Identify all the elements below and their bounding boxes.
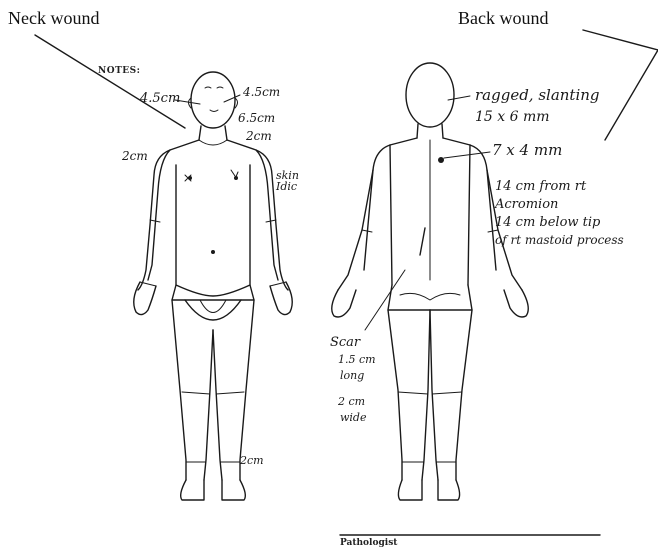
- front-chest-right-note: 2cm: [246, 130, 272, 142]
- front-head-right-note: 4.5cm: [243, 86, 280, 98]
- front-chest-left-note: 2cm: [122, 150, 148, 162]
- scar-note-line5: wide: [340, 412, 367, 423]
- front-head-left-note: 4.5cm: [140, 92, 180, 105]
- scar-note-line3: long: [340, 370, 364, 381]
- scar-note-line4: 2 cm: [338, 396, 365, 407]
- back-wound-pointer-line: [605, 50, 658, 140]
- back-wound-size-note: 7 x 4 mm: [492, 143, 562, 158]
- scar-note-line1: Scar: [330, 336, 360, 349]
- back-location-note-line1: 14 cm from rt: [495, 180, 586, 193]
- front-ankle-note: 2cm: [240, 455, 264, 466]
- back-head: [406, 63, 454, 127]
- neck-wound-pointer-line: [35, 35, 185, 128]
- back-wound-pointer-line-top: [583, 30, 658, 50]
- back-head-note-line2: 15 x 6 mm: [475, 110, 550, 124]
- front-neck-note: 6.5cm: [238, 112, 275, 124]
- back-body-figure: [332, 63, 529, 500]
- back-location-note-line3: 14 cm below tip: [495, 216, 600, 229]
- back-location-note-line4: of rt mastoid process: [495, 234, 624, 246]
- back-location-note-line2: Acromion: [495, 198, 558, 211]
- back-head-note-line1: ragged, slanting: [475, 88, 600, 103]
- pathologist-label: Pathologist: [340, 538, 397, 548]
- scar-note-line2: 1.5 cm: [338, 354, 376, 365]
- front-arm-note: skin Idic: [276, 170, 316, 192]
